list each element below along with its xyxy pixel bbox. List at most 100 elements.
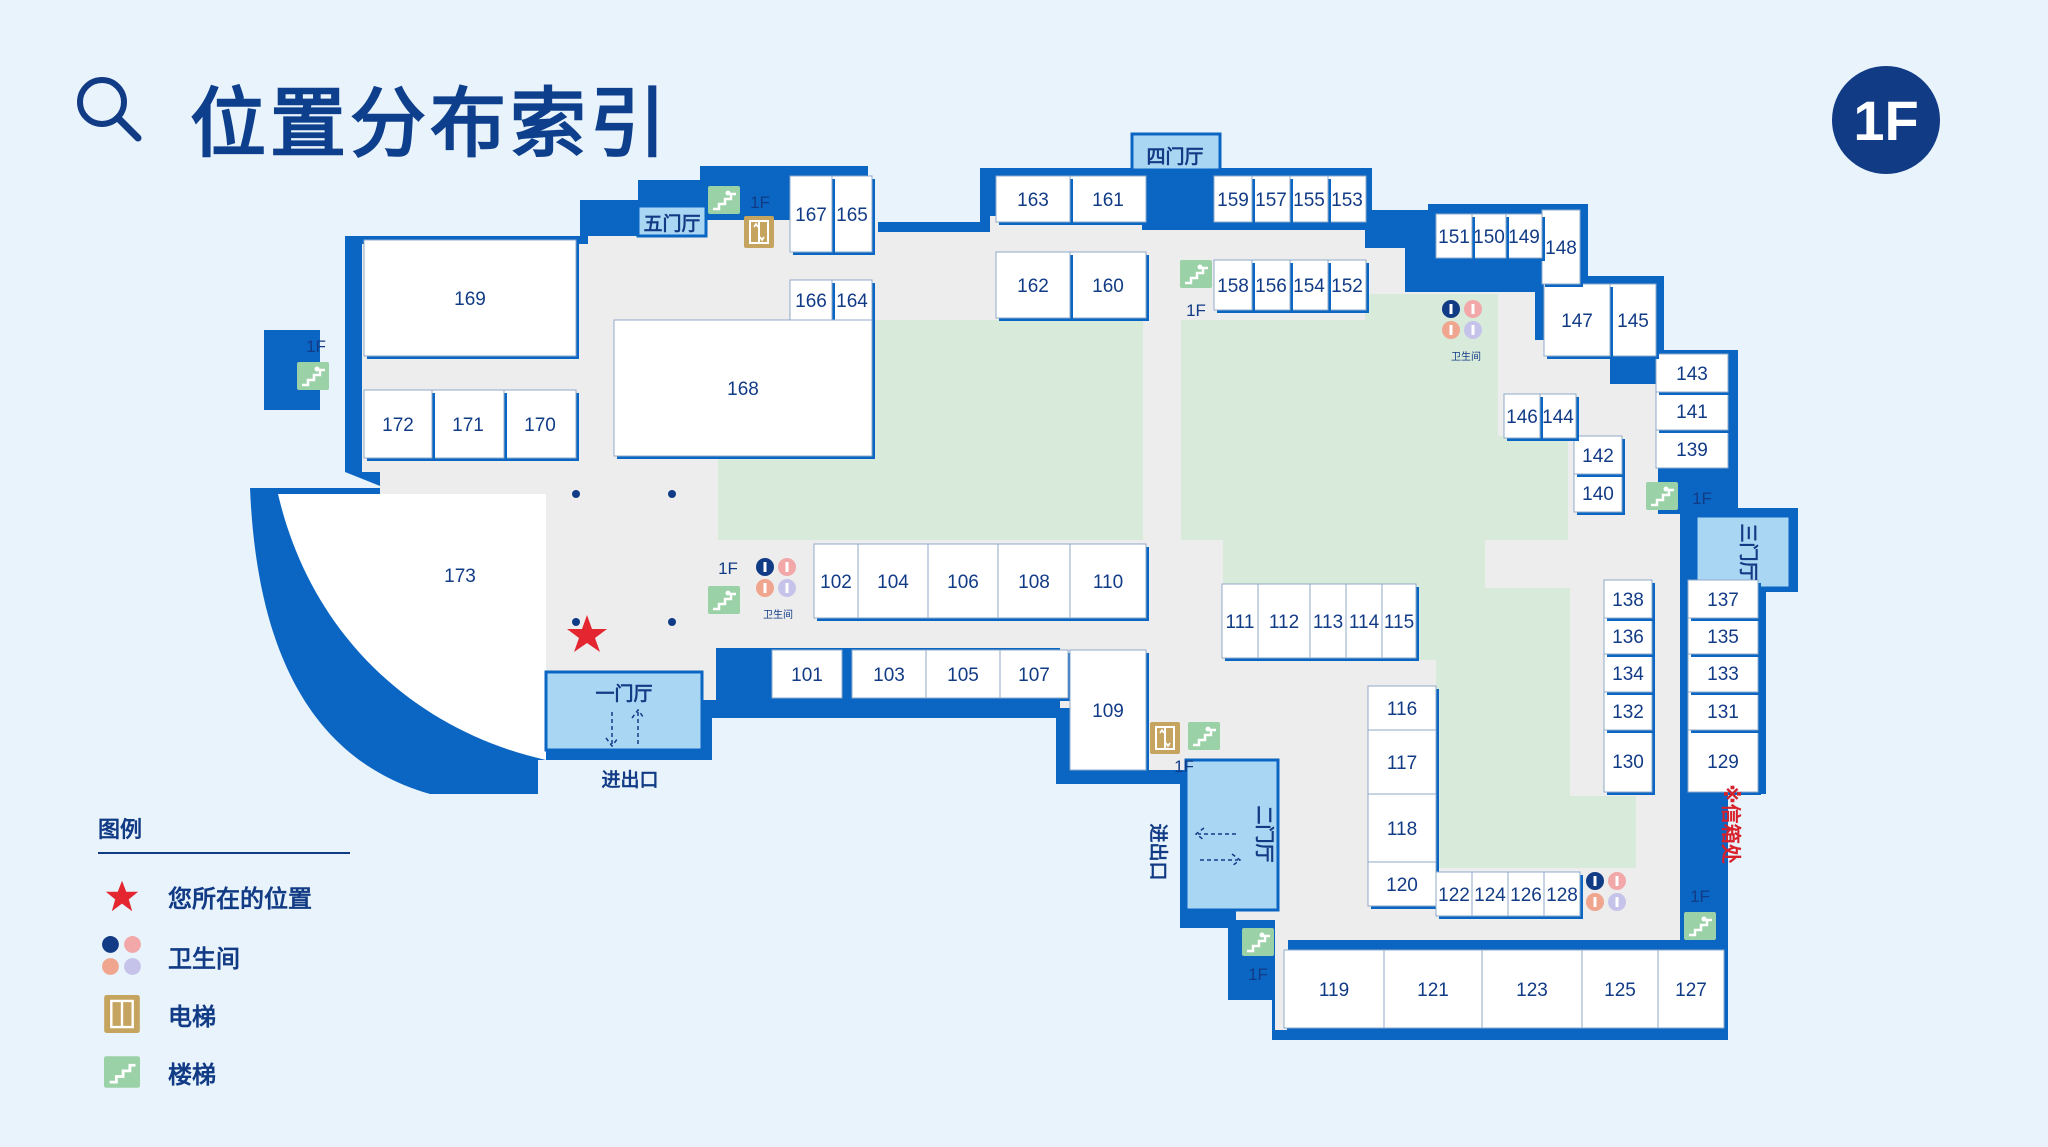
shop-110[interactable]: 110 <box>1069 543 1149 621</box>
shop-158[interactable]: 158 <box>1213 259 1255 313</box>
shop-147[interactable]: 147 <box>1543 283 1613 359</box>
shop-157[interactable]: 157 <box>1251 175 1293 225</box>
shop-105[interactable]: 105 <box>925 649 1003 701</box>
shop-109[interactable]: 109 <box>1069 649 1149 773</box>
shop-115[interactable]: 115 <box>1381 583 1419 661</box>
shop-172[interactable]: 172 <box>363 389 435 461</box>
shop-119[interactable]: 119 <box>1283 949 1387 1031</box>
hall-2-label: 二门厅 <box>1253 805 1276 862</box>
shop-number: 119 <box>1319 980 1349 1001</box>
shop-142[interactable]: 142 <box>1573 435 1625 477</box>
shop-126[interactable]: 126 <box>1507 871 1547 919</box>
shop-number: 143 <box>1676 364 1708 385</box>
shop-138[interactable]: 138 <box>1603 579 1655 621</box>
shop-153[interactable]: 153 <box>1327 175 1369 225</box>
svg-text:※信箱处: ※信箱处 <box>1719 784 1743 864</box>
stairs-icon <box>1178 258 1214 290</box>
shop-173[interactable]: 173 <box>444 566 476 587</box>
shop-101[interactable]: 101 <box>771 649 845 701</box>
shop-135[interactable]: 135 <box>1687 617 1761 657</box>
shop-112[interactable]: 112 <box>1257 583 1313 661</box>
shop-129[interactable]: 129 <box>1687 729 1761 795</box>
shop-121[interactable]: 121 <box>1383 949 1485 1031</box>
shop-box <box>1573 435 1623 475</box>
shop-134[interactable]: 134 <box>1603 653 1655 695</box>
shop-166[interactable]: 166 <box>789 279 835 323</box>
shop-120[interactable]: 120 <box>1367 861 1439 909</box>
shop-133[interactable]: 133 <box>1687 653 1761 695</box>
shop-161[interactable]: 161 <box>1069 175 1149 225</box>
shop-number: 151 <box>1438 227 1470 248</box>
shop-108[interactable]: 108 <box>997 543 1073 621</box>
shop-146[interactable]: 146 <box>1503 393 1543 441</box>
shop-156[interactable]: 156 <box>1251 259 1293 313</box>
shop-131[interactable]: 131 <box>1687 691 1761 733</box>
shop-143[interactable]: 143 <box>1655 353 1731 395</box>
shop-136[interactable]: 136 <box>1603 617 1655 657</box>
shop-149[interactable]: 149 <box>1505 213 1545 261</box>
shop-117[interactable]: 117 <box>1367 729 1439 797</box>
shop-111[interactable]: 111 <box>1221 583 1261 661</box>
shop-140[interactable]: 140 <box>1573 473 1625 515</box>
shop-145[interactable]: 145 <box>1609 283 1659 359</box>
shop-169[interactable]: 169 <box>363 239 579 359</box>
shop-104[interactable]: 104 <box>857 543 931 621</box>
shop-170[interactable]: 170 <box>503 389 579 461</box>
shop-number: 132 <box>1612 702 1644 723</box>
shop-number: 138 <box>1612 590 1644 611</box>
shop-box <box>1603 653 1653 693</box>
shop-102[interactable]: 102 <box>813 543 861 621</box>
shop-155[interactable]: 155 <box>1289 175 1331 225</box>
shop-159[interactable]: 159 <box>1213 175 1255 225</box>
shop-130[interactable]: 130 <box>1603 729 1655 795</box>
shop-number: 114 <box>1349 612 1380 633</box>
shop-number: 144 <box>1542 407 1574 428</box>
shop-box <box>1507 871 1545 917</box>
shop-148[interactable]: 148 <box>1541 209 1583 287</box>
shop-127[interactable]: 127 <box>1657 949 1727 1031</box>
shop-152[interactable]: 152 <box>1327 259 1369 313</box>
shop-132[interactable]: 132 <box>1603 691 1655 733</box>
shop-103[interactable]: 103 <box>851 649 929 701</box>
shop-160[interactable]: 160 <box>1069 251 1149 321</box>
shop-box <box>1655 353 1729 393</box>
shop-number: 152 <box>1331 276 1363 297</box>
shop-number: 121 <box>1417 980 1449 1001</box>
stairs-icon <box>1186 720 1222 752</box>
shop-168[interactable]: 168 <box>613 319 875 459</box>
shop-141[interactable]: 141 <box>1655 391 1731 433</box>
shop-number: 155 <box>1293 190 1325 211</box>
shop-number: 149 <box>1508 227 1540 248</box>
shop-124[interactable]: 124 <box>1471 871 1511 919</box>
shop-number: 111 <box>1226 612 1255 633</box>
shop-165[interactable]: 165 <box>831 175 875 255</box>
shop-154[interactable]: 154 <box>1289 259 1331 313</box>
shop-123[interactable]: 123 <box>1481 949 1585 1031</box>
shop-box <box>1435 871 1473 917</box>
shop-171[interactable]: 171 <box>431 389 507 461</box>
shop-151[interactable]: 151 <box>1435 213 1475 261</box>
shop-116[interactable]: 116 <box>1367 685 1439 733</box>
shop-106[interactable]: 106 <box>927 543 1001 621</box>
floor-tag: 1F <box>718 559 738 578</box>
shop-139[interactable]: 139 <box>1655 429 1731 471</box>
shop-box <box>1471 871 1509 917</box>
shop-164[interactable]: 164 <box>831 279 875 323</box>
legend-divider <box>98 852 350 854</box>
shop-114[interactable]: 114 <box>1345 583 1385 661</box>
shop-128[interactable]: 128 <box>1543 871 1583 919</box>
shop-162[interactable]: 162 <box>995 251 1073 321</box>
shop-113[interactable]: 113 <box>1309 583 1349 661</box>
shop-150[interactable]: 150 <box>1471 213 1509 261</box>
shop-122[interactable]: 122 <box>1435 871 1475 919</box>
shop-107[interactable]: 107 <box>999 649 1071 701</box>
shop-125[interactable]: 125 <box>1581 949 1661 1031</box>
shop-137[interactable]: 137 <box>1687 579 1761 621</box>
shop-144[interactable]: 144 <box>1539 393 1579 441</box>
legend-label: 您所在的位置 <box>168 884 312 913</box>
shop-163[interactable]: 163 <box>995 175 1073 225</box>
shop-118[interactable]: 118 <box>1367 793 1439 865</box>
shop-167[interactable]: 167 <box>789 175 835 255</box>
shop-box <box>1603 579 1653 619</box>
